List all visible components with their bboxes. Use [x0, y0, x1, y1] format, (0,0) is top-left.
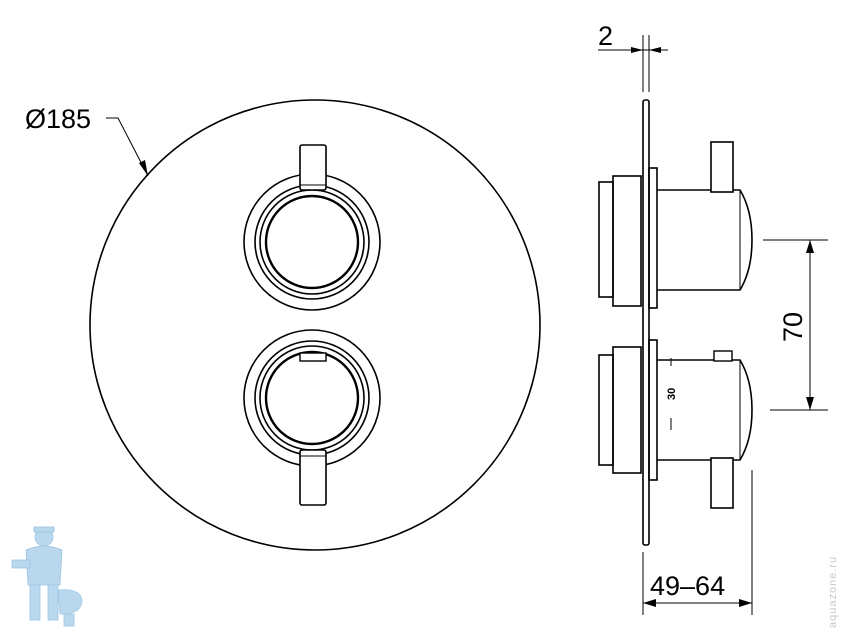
- diameter-arrowhead: [139, 160, 148, 176]
- diameter-leader: [106, 117, 149, 177]
- lower-handle: [243, 329, 381, 506]
- lower-lever: [299, 449, 327, 506]
- diameter-label: Ø185: [25, 104, 91, 134]
- side-view: 30 2 70 49–64: [598, 21, 828, 615]
- upper-lever: [299, 144, 327, 191]
- cover-plate-circle: [89, 99, 541, 551]
- handle-spacing-dimension: 70: [763, 239, 828, 411]
- front-view: Ø185: [25, 99, 541, 551]
- watermark-text: aquazone.ru: [827, 556, 839, 628]
- upper-handle: [243, 144, 381, 311]
- temperature-mark: 30: [666, 388, 678, 400]
- plumber-logo: [11, 526, 83, 627]
- wall-plate: [642, 99, 650, 546]
- handle-spacing-label: 70: [778, 312, 808, 342]
- plate-thickness-label: 2: [598, 21, 613, 51]
- plate-thickness-dimension: 2: [598, 21, 668, 92]
- lower-side-body: 30: [598, 339, 753, 509]
- depth-dimension: 49–64: [642, 470, 753, 615]
- upper-side-body: [598, 141, 753, 309]
- depth-label: 49–64: [650, 571, 725, 601]
